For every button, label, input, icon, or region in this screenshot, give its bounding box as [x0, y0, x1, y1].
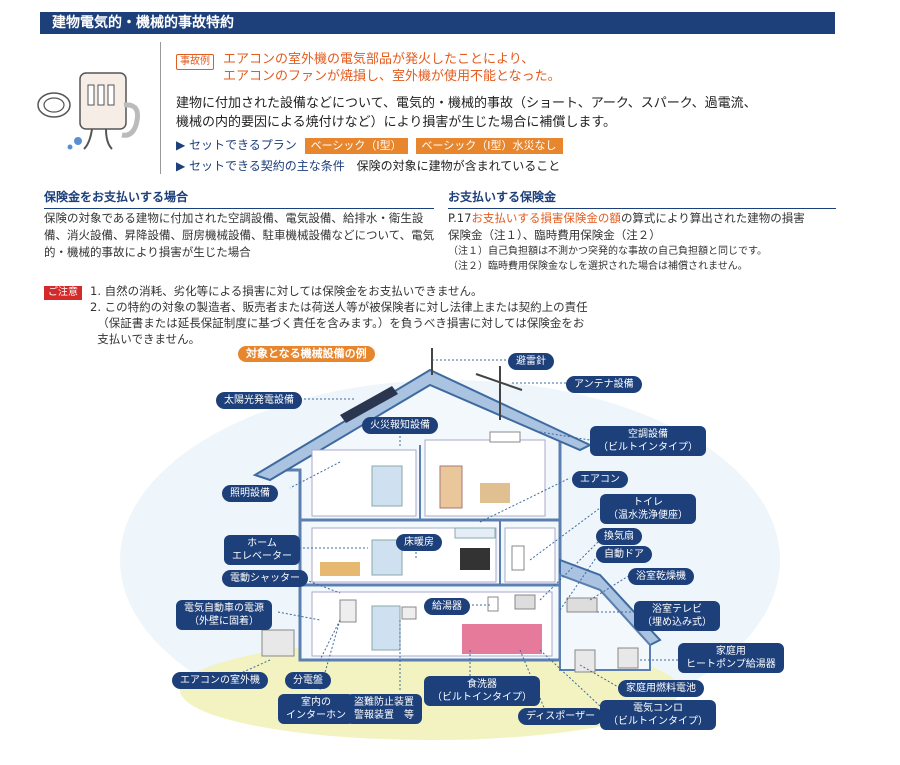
- page-ref: P.17: [448, 211, 472, 225]
- label-water-heater: 給湯器: [424, 598, 470, 615]
- condition-row: ▶ セットできる契約の主な条件 保険の対象に建物が含まれていること: [176, 158, 560, 174]
- label-dishwasher: 食洗器 （ビルトインタイプ）: [424, 676, 540, 706]
- label-solar: 太陽光発電設備: [216, 392, 302, 409]
- label-auto-door: 自動ドア: [596, 546, 652, 563]
- label-toilet: トイレ （温水洗浄便座）: [600, 494, 696, 524]
- line1-suffix: の算式により算出された建物の損害: [620, 211, 805, 225]
- divider: [160, 42, 161, 174]
- label-disposer: ディスポーザー: [518, 708, 604, 725]
- page-title: 建物電気的・機械的事故特約: [40, 12, 835, 34]
- condition-label: ▶ セットできる契約の主な条件: [176, 159, 345, 173]
- payment-case-heading: 保険金をお支払いする場合: [44, 188, 434, 209]
- label-builtin-ac: 空調設備 （ビルトインタイプ）: [590, 426, 706, 456]
- label-fan: 換気扇: [596, 528, 642, 545]
- label-distribution-board: 分電盤: [285, 672, 331, 689]
- case-badge: 事故例: [176, 54, 214, 70]
- note1: （注１）自己負担額は不測かつ突発的な事故の自己負担額と同じです。: [448, 246, 767, 257]
- payment-case-body: 保険の対象である建物に付加された空調設備、電気設備、給排水・衛生設備、消火設備、…: [44, 211, 435, 259]
- label-lightning-rod: 避雷針: [508, 353, 554, 370]
- label-outdoor-unit: エアコンの室外機: [172, 672, 268, 689]
- label-bath-dryer: 浴室乾燥機: [628, 568, 694, 585]
- label-ev-power: 電気自動車の電源 （外壁に固着）: [176, 600, 272, 630]
- label-floor-heating: 床暖房: [396, 534, 442, 551]
- condition-text: 保険の対象に建物が含まれていること: [356, 159, 561, 173]
- outdoor-unit-fire-illustration: [37, 72, 140, 150]
- highlight-text: お支払いする損害保険金の額: [471, 211, 621, 225]
- label-home-elevator: ホーム エレベーター: [224, 535, 300, 565]
- label-fire-alarm: 火災報知設備: [362, 417, 438, 434]
- note2: （注２）臨時費用保険金なしを選択された場合は補償されません。: [448, 261, 748, 272]
- payment-amount-heading: お支払いする保険金: [448, 188, 836, 209]
- diagram-title: 対象となる機械設備の例: [238, 346, 375, 362]
- line2: 保険金（注１）、臨時費用保険金（注２）: [448, 228, 661, 242]
- label-aircon: エアコン: [572, 471, 628, 488]
- description: 建物に付加された設備などについて、電気的・機械的事故（ショート、アーク、スパーク…: [176, 96, 757, 130]
- label-antenna: アンテナ設備: [566, 376, 642, 393]
- plan-tag: ベーシック（Ⅰ型）水災なし: [415, 138, 563, 154]
- case-text: エアコンの室外機の電気部品が発火したことにより、 エアコンのファンが焼損し、室外…: [223, 52, 561, 84]
- label-heat-pump: 家庭用 ヒートポンプ給湯器: [678, 643, 784, 673]
- caution-badge: ご注意: [44, 286, 82, 300]
- label-lighting: 照明設備: [222, 485, 278, 502]
- label-shutter: 電動シャッター: [222, 570, 308, 587]
- plan-row: ▶ セットできるプラン ベーシック（Ⅰ型） ベーシック（Ⅰ型）水災なし: [176, 137, 563, 154]
- label-stove: 電気コンロ （ビルトインタイプ）: [600, 700, 716, 730]
- caution-text: 1. 自然の消耗、劣化等による損害に対しては保険金をお支払いできません。 2. …: [90, 284, 588, 346]
- label-fuel-cell: 家庭用燃料電池: [618, 680, 704, 697]
- label-intercom: 室内の インターホン: [278, 694, 354, 724]
- plan-tag: ベーシック（Ⅰ型）: [304, 138, 408, 154]
- label-security: 盗難防止装置 警報装置 等: [346, 694, 422, 724]
- plan-label: ▶ セットできるプラン: [176, 138, 297, 152]
- label-bath-tv: 浴室テレビ （埋め込み式）: [634, 601, 720, 631]
- payment-amount-body: P.17お支払いする損害保険金の額の算式により算出された建物の損害 保険金（注１…: [448, 210, 840, 274]
